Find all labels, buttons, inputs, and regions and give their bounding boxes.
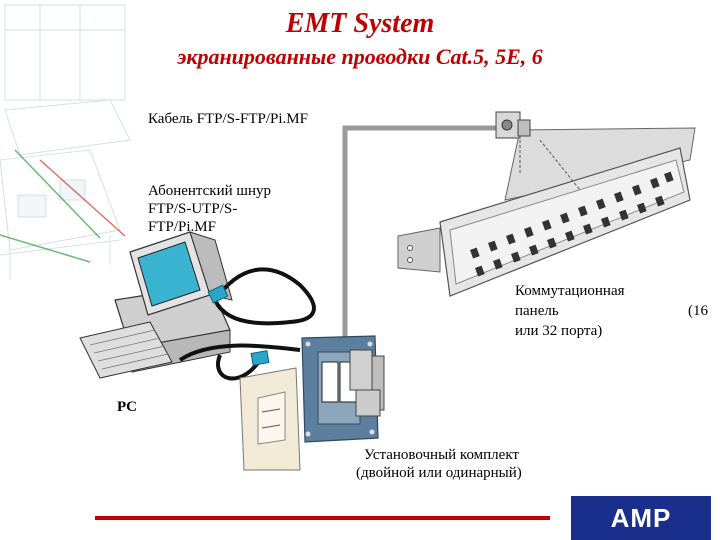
patch-panel-ports-label: (16 [688, 303, 708, 319]
footer-divider [95, 516, 550, 520]
patch-cord-label-line-3: FTP/Pi.MF [148, 219, 216, 235]
patch-cord-label-line-2: FTP/S-UTP/S- [148, 201, 238, 217]
patch-panel-label-line-3: или 32 порта) [515, 323, 603, 339]
patch-panel-label-line-1: Коммутационная [515, 283, 625, 299]
slide-title: EMT System [285, 8, 435, 39]
amp-logo-text: AMP [610, 502, 672, 533]
pc-label: PC [117, 399, 137, 415]
amp-logo: AMP [571, 496, 711, 540]
install-kit-label-line-1: Установочный комплект [364, 447, 519, 463]
patch-cord-label-line-1: Абонентский шнур [148, 183, 271, 199]
cable-label: Кабель FTP/S-FTP/Pi.MF [148, 111, 308, 127]
install-kit-label-line-2: (двойной или одинарный) [356, 465, 522, 481]
slide-subtitle: экранированные проводки Cat.5, 5E, 6 [177, 44, 543, 69]
patch-panel-label-line-2: панель [515, 303, 559, 319]
